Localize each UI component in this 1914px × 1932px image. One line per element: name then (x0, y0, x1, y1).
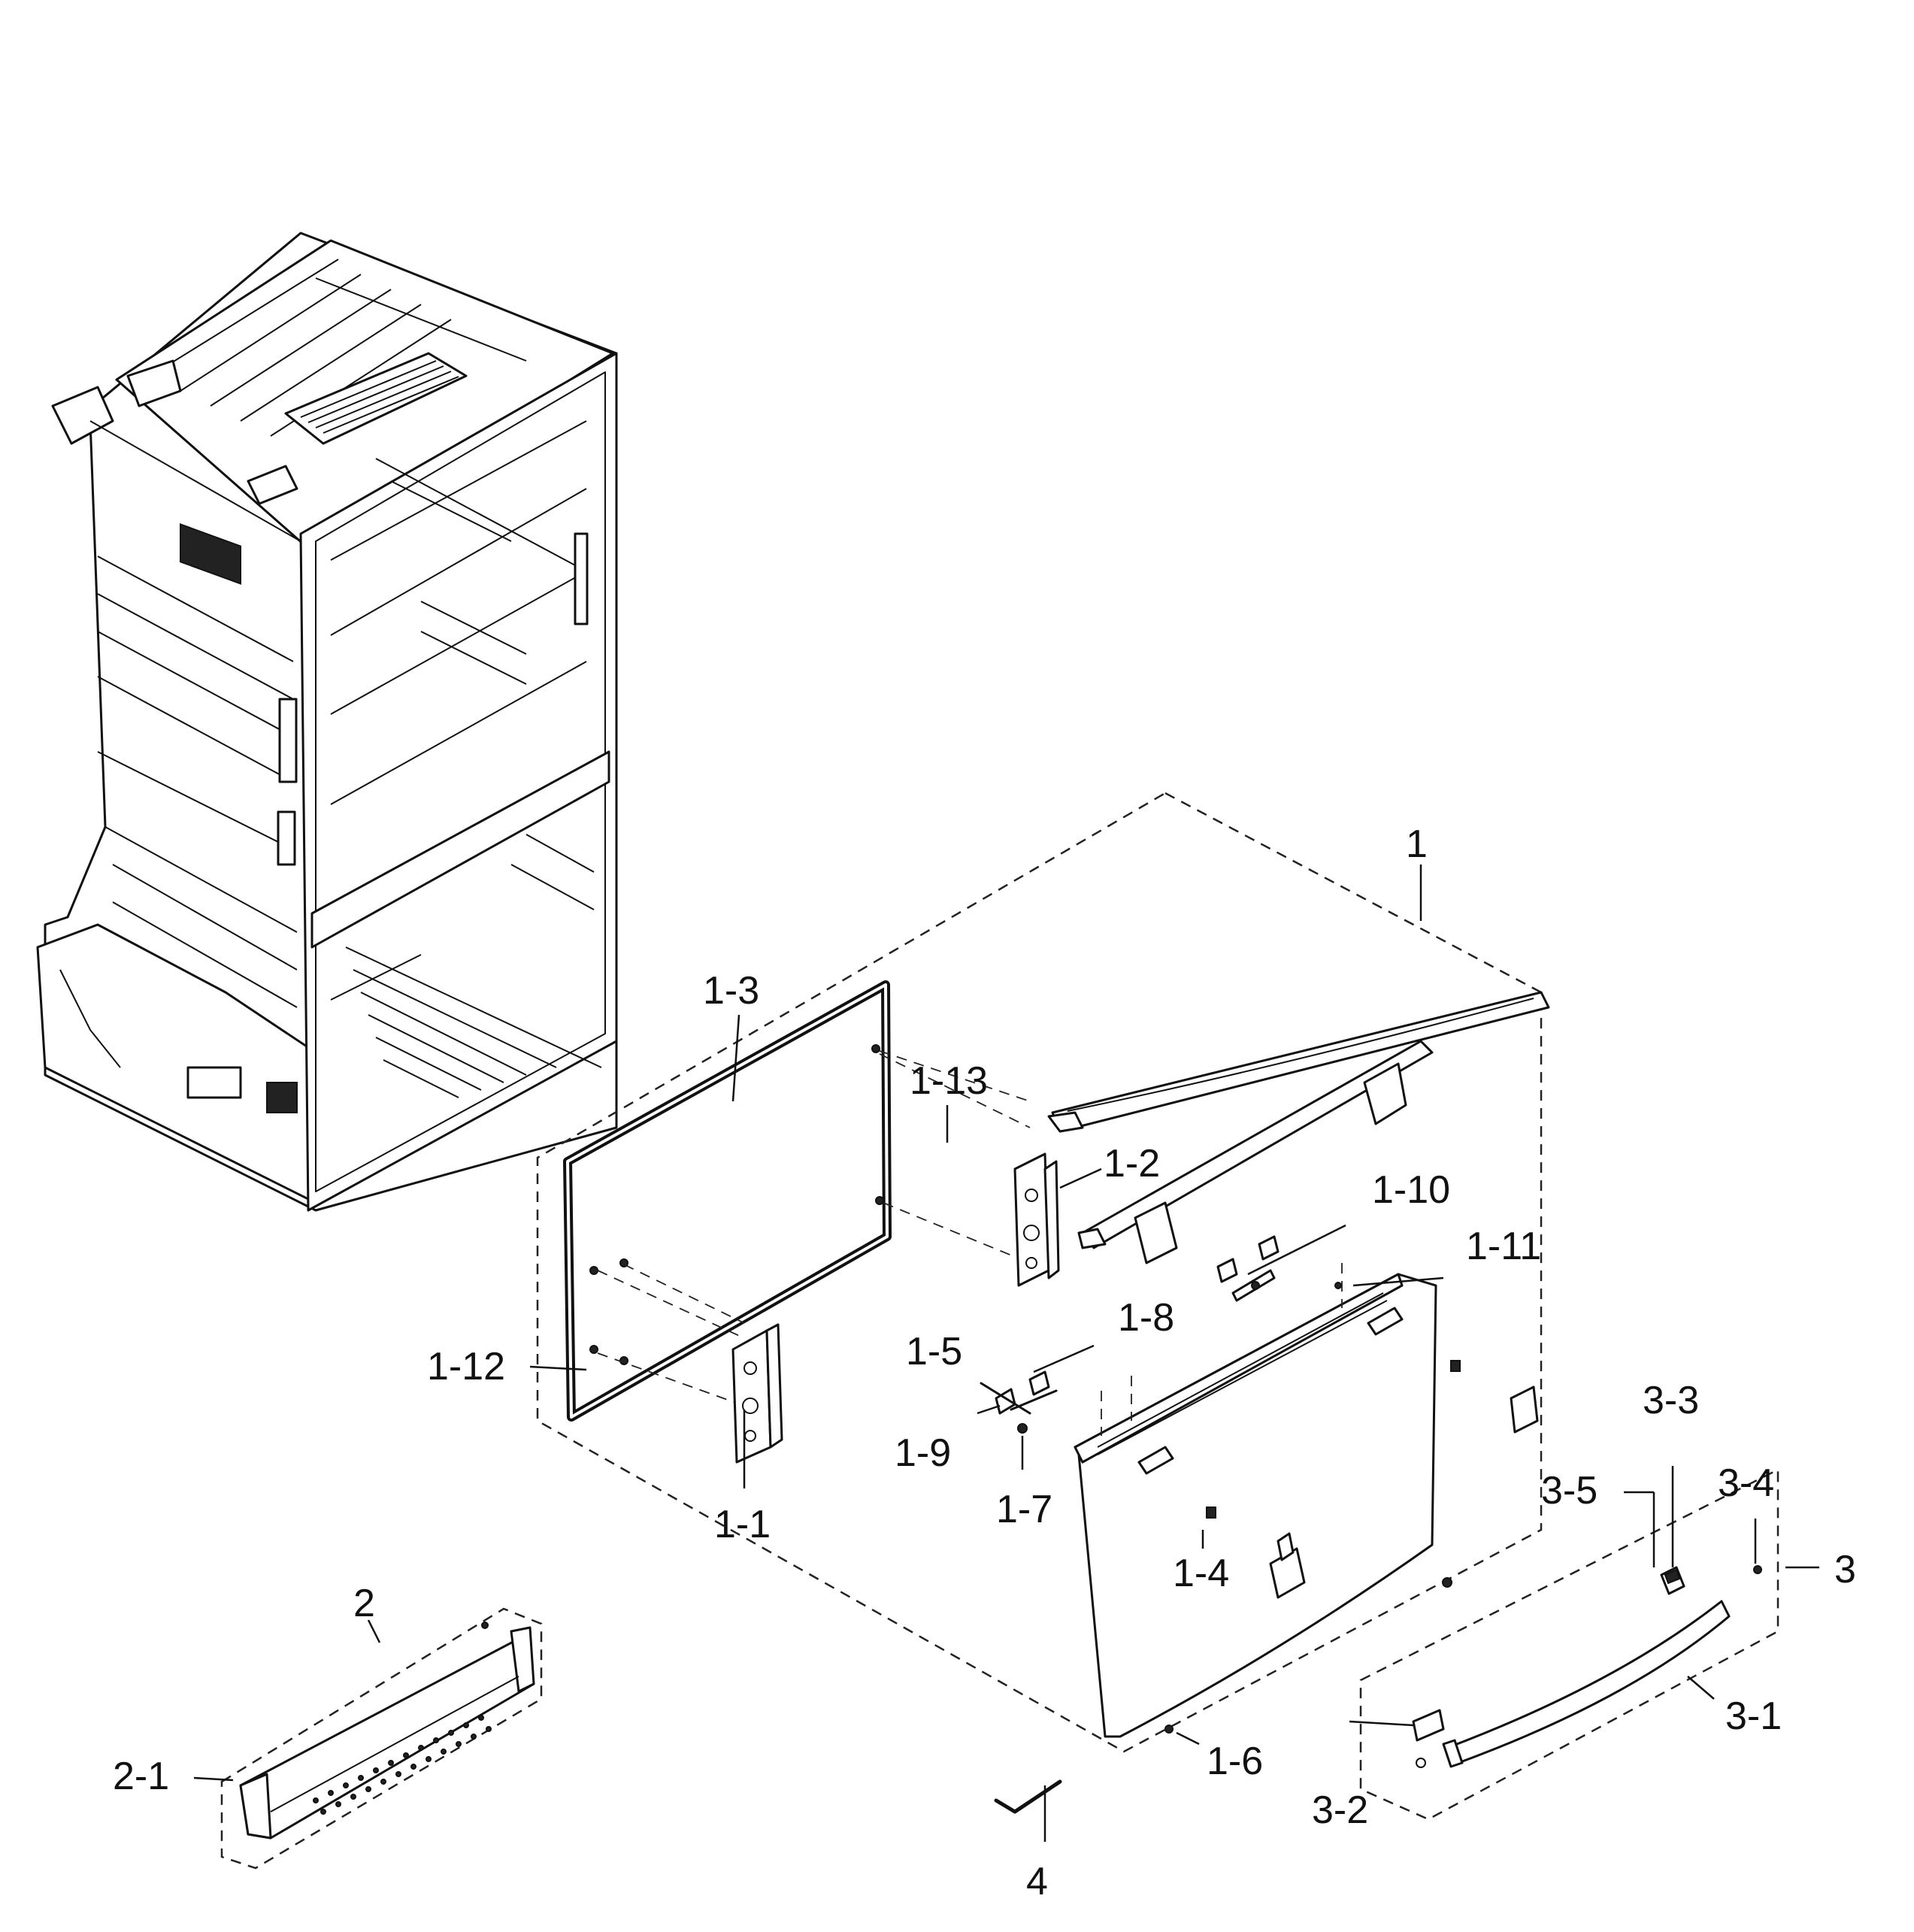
gasket-screws-icon (589, 1044, 884, 1365)
rail-screw-icon (1753, 1565, 1762, 1574)
callout-1-13: 1-13 (910, 1059, 988, 1103)
callout-1: 1 (1406, 822, 1428, 866)
callout-1-5: 1-5 (906, 1330, 962, 1373)
drawer-bin-icon (239, 1622, 535, 1840)
callout-3: 3 (1834, 1548, 1856, 1591)
callout-3-1: 3-1 (1725, 1694, 1782, 1738)
door-clips-icon (1216, 1235, 1342, 1302)
callout-3-2: 3-2 (1312, 1788, 1368, 1832)
callout-1-12: 1-12 (427, 1345, 505, 1388)
callout-3-3: 3-3 (1643, 1379, 1699, 1422)
left-hinge-bracket-icon (731, 1323, 783, 1464)
callout-1-7: 1-7 (996, 1488, 1052, 1531)
drawer-rail-icon (1442, 1600, 1731, 1768)
refrigerator-cabinet-icon (36, 232, 618, 1212)
right-hinge-bracket-icon (1013, 1152, 1060, 1287)
callout-1-9: 1-9 (895, 1431, 951, 1475)
callout-2: 2 (353, 1582, 375, 1625)
callout-1-10: 1-10 (1372, 1168, 1450, 1212)
callout-4: 4 (1026, 1860, 1048, 1903)
freezer-door-icon (1074, 1263, 1539, 1738)
callout-1-8: 1-8 (1118, 1296, 1174, 1340)
upper-trim-bar-icon (1047, 991, 1550, 1133)
callout-1-1: 1-1 (714, 1503, 771, 1546)
spring-pin-parts-icon (980, 1370, 1058, 1434)
callout-1-2: 1-2 (1104, 1142, 1160, 1186)
callout-1-3: 1-3 (703, 969, 759, 1013)
rail-bracket-icon (1412, 1709, 1445, 1768)
callout-1-4: 1-4 (1173, 1552, 1229, 1595)
callout-2-1: 2-1 (113, 1755, 169, 1798)
door-gasket-icon (563, 980, 892, 1422)
callout-1-11: 1-11 (1466, 1225, 1541, 1268)
wire-pin-icon (994, 1779, 1062, 1814)
callout-3-5: 3-5 (1541, 1469, 1598, 1513)
assembly-2-outline (220, 1607, 543, 1870)
callout-3-4: 3-4 (1718, 1461, 1774, 1505)
rail-end-cap-icon (1660, 1566, 1685, 1595)
door-handle-icon (1077, 1040, 1434, 1264)
callout-leader-lines (193, 865, 1819, 1842)
callout-1-6: 1-6 (1207, 1740, 1263, 1783)
